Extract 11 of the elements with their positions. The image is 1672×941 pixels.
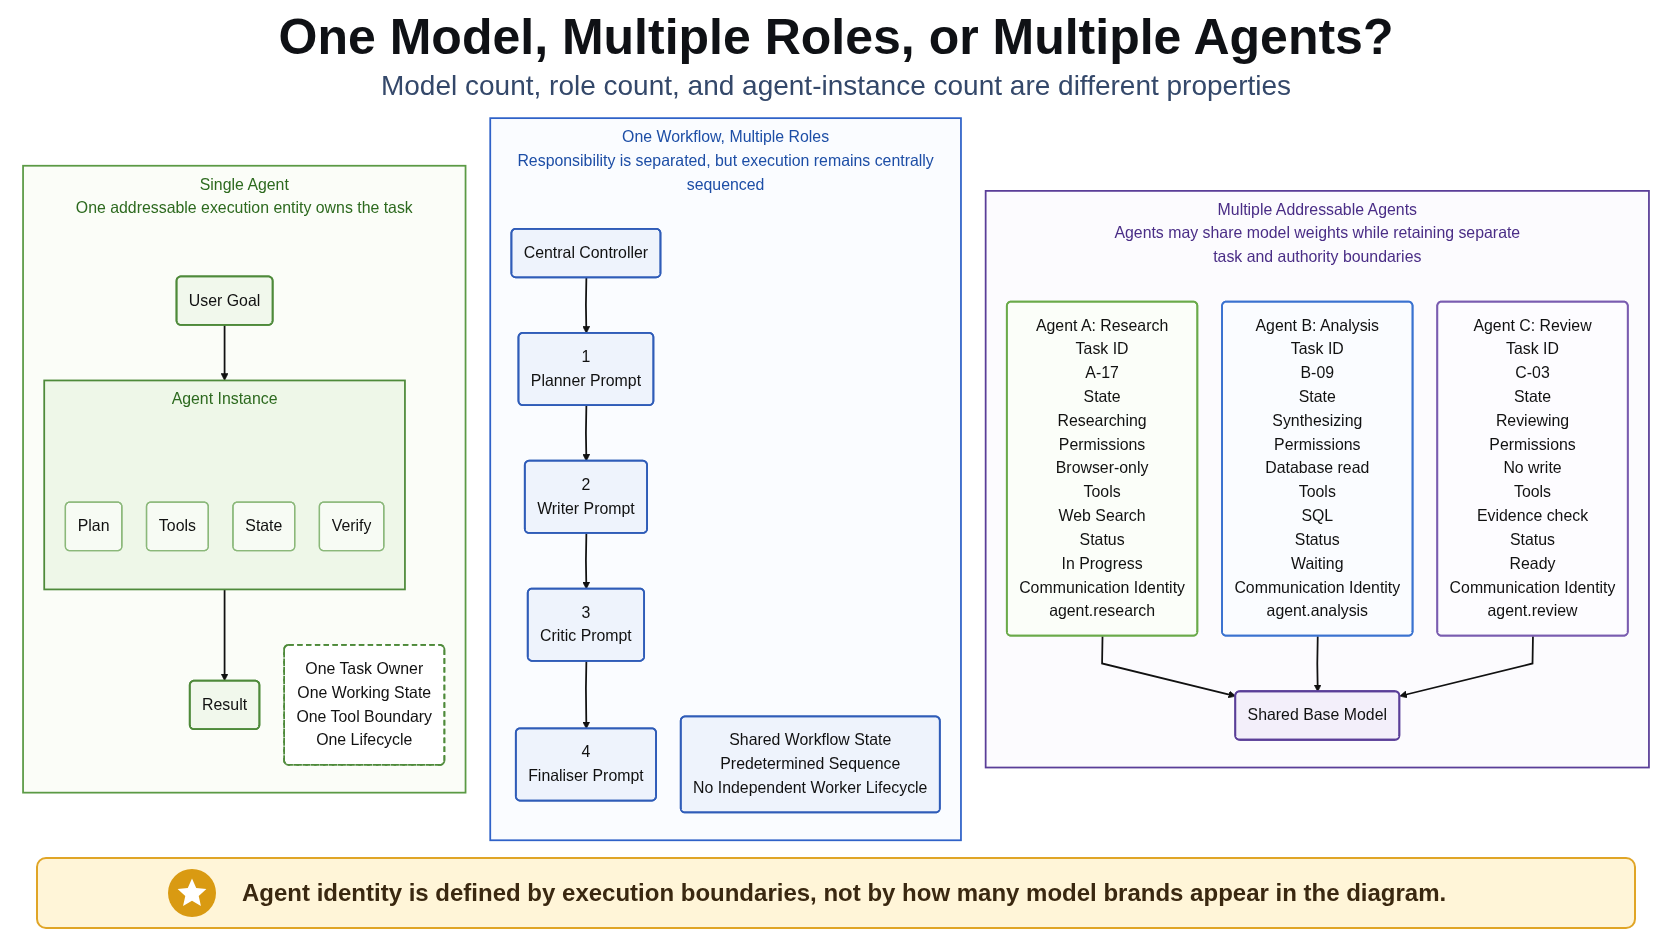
banner-text: Agent identity is defined by execution boundaries, not by how many model brands appear in the diagram. [242, 879, 1447, 907]
arrow [1399, 634, 1534, 698]
arrow [582, 660, 591, 729]
title: One Model, Multiple Roles, or Multiple Agents? [278, 10, 1394, 65]
arrow [582, 404, 591, 462]
arrow [582, 276, 591, 334]
arrow [220, 588, 229, 681]
arrow [220, 323, 229, 381]
arrow [1313, 634, 1322, 692]
arrow [582, 532, 591, 589]
subtitle: Model count, role count, and agent-instance count are different properties [379, 69, 1293, 103]
